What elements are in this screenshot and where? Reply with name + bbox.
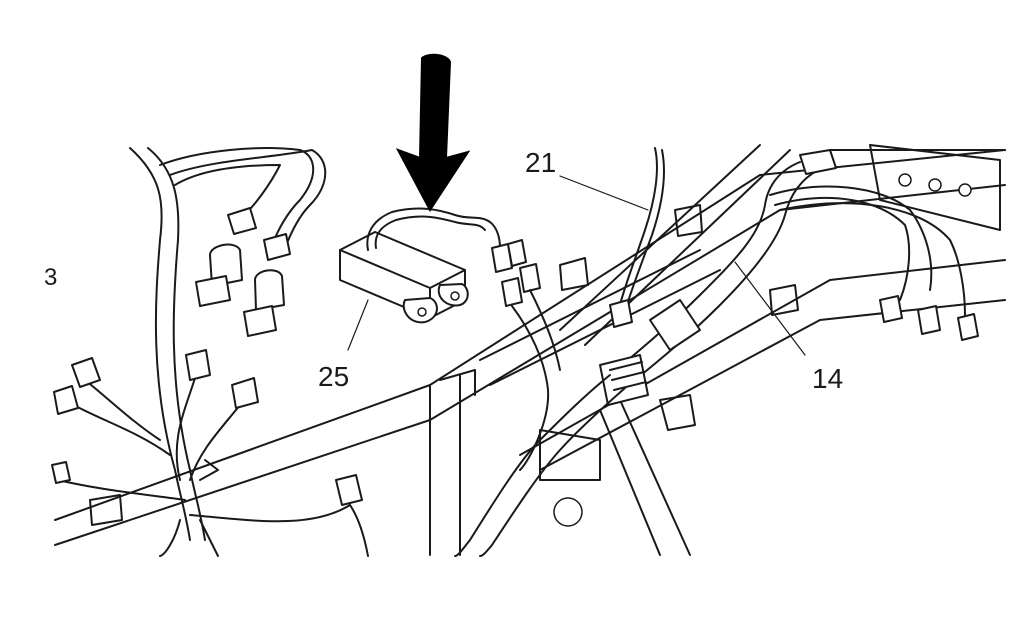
pointer-arrow-icon xyxy=(395,53,471,212)
callout-labels: 21 25 14 3 xyxy=(44,147,843,394)
harness-part-14 xyxy=(454,149,979,557)
callout-21: 21 xyxy=(525,147,556,178)
edge-fragment-3: 3 xyxy=(44,264,57,291)
left-harness xyxy=(51,147,369,557)
wire-part-21 xyxy=(559,147,665,328)
module-part-25 xyxy=(339,207,561,471)
callout-25: 25 xyxy=(318,361,349,392)
frame xyxy=(54,144,1006,556)
callout-14: 14 xyxy=(812,363,843,394)
